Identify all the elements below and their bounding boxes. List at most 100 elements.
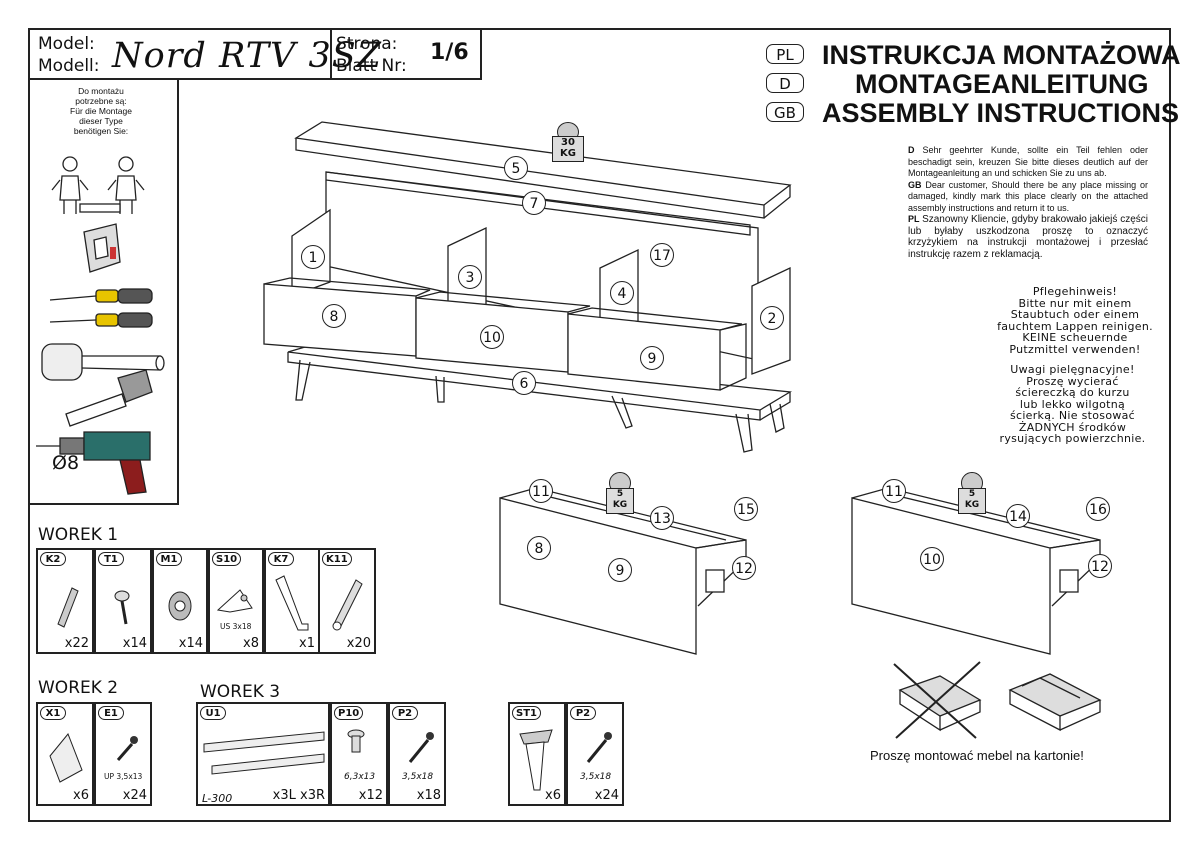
model-label-de: Modell: — [38, 56, 100, 76]
part-code: P2 — [570, 706, 596, 720]
cam-lock-icon — [168, 591, 192, 621]
notice-d-tag: D — [908, 145, 915, 155]
dowel-icon — [57, 587, 79, 628]
screw-icon — [408, 732, 434, 763]
part-number-13: 13 — [650, 506, 674, 530]
title-d: MONTAGEANLEITUNG — [855, 69, 1149, 99]
part-number-5: 5 — [504, 156, 528, 180]
model-name: Nord RTV 3SZ — [112, 36, 383, 76]
part-spec: 3,5x18 — [580, 772, 612, 782]
model-label-pl: Model: — [38, 34, 95, 54]
weight-value: 5 — [616, 489, 624, 499]
part-number-9: 9 — [640, 346, 664, 370]
part-card-m1: M1 x14 — [152, 548, 208, 654]
part-qty: x24 — [594, 788, 619, 803]
weight-unit: KG — [612, 500, 628, 510]
care-pl-line: ściereczką do kurzu — [1015, 386, 1130, 399]
part-card-k7: K7 x1 — [264, 548, 320, 654]
part-code: S10 — [212, 552, 242, 566]
page-label-de: Blatt Nr: — [336, 56, 407, 76]
cutter-icon — [83, 223, 121, 273]
care-pl-line: ŻADNYCH środków — [1018, 420, 1127, 434]
care-de-line: Pflegehinweis! — [1032, 285, 1118, 298]
part-number-10: 10 — [920, 547, 944, 571]
part-code: P10 — [334, 706, 364, 720]
page-label-pl: Strona: — [336, 34, 398, 54]
part-number-12: 12 — [1088, 554, 1112, 578]
drill-size: Ø8 — [52, 452, 80, 474]
tools-pl-line: Do montażu — [78, 86, 124, 96]
tools-de-line: benötigen Sie: — [73, 126, 129, 136]
two-people-icon — [51, 156, 145, 214]
part-number-8: 8 — [322, 304, 346, 328]
weight-body: 5 KG — [958, 488, 986, 514]
screw-icon — [116, 736, 138, 761]
bag-title-1: WOREK 1 — [38, 525, 119, 545]
weight-unit: KG — [964, 500, 980, 510]
part-number-11: 11 — [882, 479, 906, 503]
part-qty: x24 — [122, 788, 147, 803]
screw-icon — [586, 732, 612, 763]
weight-icon-30kg: 30 KG — [552, 122, 584, 162]
notice-pl-text: Szanowny Kliencie, gdyby brakowało jakie… — [908, 214, 1148, 260]
part-code: M1 — [156, 552, 182, 566]
bag-title-2: WOREK 2 — [38, 678, 119, 698]
part-qty: x22 — [64, 636, 89, 651]
part-qty: x12 — [358, 788, 383, 803]
weight-value: 30 — [561, 137, 575, 148]
part-card-st1: ST1 x6 — [508, 702, 566, 806]
weight-icon-5kg: 5 KG — [606, 472, 634, 514]
care-de-line: Staubtuch oder einem — [1010, 308, 1140, 321]
part-code: ST1 — [512, 706, 541, 720]
weight-value: 5 — [968, 489, 976, 499]
tools-panel — [30, 79, 179, 505]
care-de-line: Bitte nur mit einem — [1018, 296, 1132, 310]
bracket-screw-icon — [216, 589, 253, 613]
drill-icon — [36, 431, 151, 495]
page-box — [330, 28, 482, 80]
cam-bolt-icon — [114, 590, 130, 625]
part-card-p10: P10 6,3x13 x12 — [330, 702, 388, 806]
part-qty: x14 — [178, 636, 203, 651]
part-number-12: 12 — [732, 556, 756, 580]
notice-pl-tag: PL — [908, 214, 920, 224]
part-qty: x14 — [122, 636, 147, 651]
part-spec: L-300 — [202, 792, 233, 805]
part-number-11: 11 — [529, 479, 553, 503]
drawer-assembly-1 — [499, 487, 747, 655]
part-number-10: 10 — [480, 325, 504, 349]
part-card-x1: X1 x6 — [36, 702, 94, 806]
part-code: T1 — [98, 552, 124, 566]
part-spec: 6,3x13 — [344, 772, 376, 782]
tools-de-line: Für die Montage — [70, 106, 132, 116]
part-qty: x3L x3R — [272, 788, 325, 803]
screwdriver-icon — [49, 288, 153, 328]
part-code: K2 — [40, 552, 66, 566]
part-spec: UP 3,5x13 — [104, 772, 143, 781]
part-number-16: 16 — [1086, 497, 1110, 521]
weight-body: 30 KG — [552, 136, 584, 162]
drawer-slide-icon — [203, 731, 325, 775]
part-number-8: 8 — [527, 536, 551, 560]
part-number-6: 6 — [512, 371, 536, 395]
part-card-e1: E1 UP 3,5x13 x24 — [94, 702, 152, 806]
part-card-s10: S10 US 3x18 x8 — [208, 548, 264, 654]
part-code: X1 — [40, 706, 66, 720]
part-number-1: 1 — [301, 245, 325, 269]
page-number: 1/6 — [430, 40, 469, 65]
part-code: E1 — [98, 706, 124, 720]
part-code: P2 — [392, 706, 418, 720]
part-number-15: 15 — [734, 497, 758, 521]
part-card-p2-legs: P2 3,5x18 x24 — [566, 702, 624, 806]
flat-screw-icon — [347, 729, 365, 753]
care-de-line: KEINE scheuernde — [1022, 331, 1128, 344]
cabinet-drawing — [263, 121, 792, 453]
right-way-icon — [1008, 673, 1102, 732]
part-number-9: 9 — [608, 558, 632, 582]
corner-bracket-icon — [49, 733, 83, 783]
part-number-2: 2 — [760, 306, 784, 330]
care-pl-line: Uwagi pielęgnacyjne! — [1010, 363, 1135, 376]
lang-badge-gb: GB — [766, 102, 804, 122]
part-number-7: 7 — [522, 191, 546, 215]
part-number-14: 14 — [1006, 504, 1030, 528]
